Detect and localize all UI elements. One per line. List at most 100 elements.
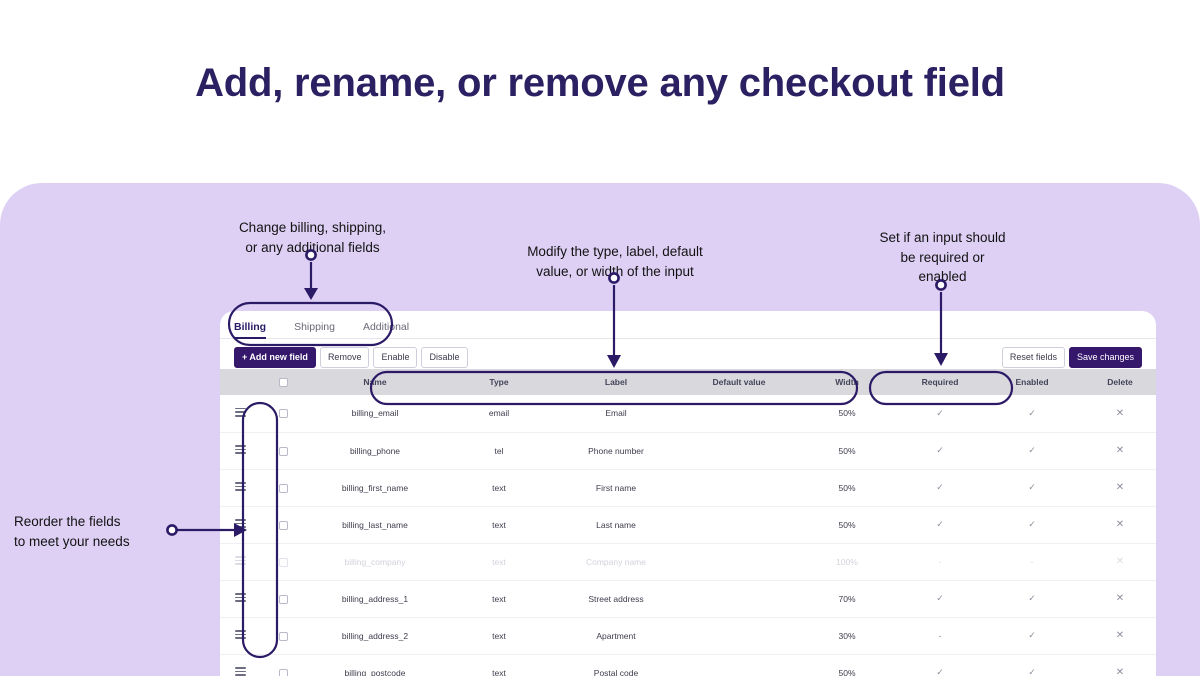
td-delete[interactable]: ✕ [1078, 617, 1156, 655]
td-row-select[interactable] [260, 469, 306, 507]
td-type: text [444, 654, 554, 676]
th-name: Name [306, 369, 444, 395]
td-type: text [444, 469, 554, 507]
annotation-reorder: Reorder the fields to meet your needs [14, 514, 130, 549]
row-checkbox[interactable] [278, 557, 288, 567]
reset-fields-button[interactable]: Reset fields [1001, 346, 1065, 368]
td-drag-handle[interactable] [220, 432, 260, 470]
required-mark: ✓ [936, 519, 944, 529]
td-delete[interactable]: ✕ [1078, 469, 1156, 507]
td-row-select[interactable] [260, 580, 306, 618]
td-required: ✓ [894, 580, 986, 618]
required-mark: ✓ [936, 482, 944, 492]
drag-handle-icon[interactable] [234, 445, 246, 454]
select-all-checkbox[interactable] [278, 378, 288, 388]
row-checkbox[interactable] [278, 631, 288, 641]
delete-icon[interactable]: ✕ [1115, 667, 1125, 676]
td-row-select[interactable] [260, 617, 306, 655]
td-row-select[interactable] [260, 654, 306, 676]
delete-icon[interactable]: ✕ [1115, 445, 1125, 456]
td-type: text [444, 617, 554, 655]
th-required: Required [894, 369, 986, 395]
delete-icon[interactable]: ✕ [1115, 482, 1125, 493]
row-checkbox[interactable] [278, 520, 288, 530]
th-type: Type [444, 369, 554, 395]
add-new-field-button[interactable]: + Add new field [234, 346, 316, 368]
td-drag-handle[interactable] [220, 543, 260, 581]
td-delete[interactable]: ✕ [1078, 395, 1156, 433]
drag-handle-icon[interactable] [234, 593, 246, 602]
remove-button[interactable]: Remove [319, 346, 370, 368]
save-changes-button[interactable]: Save changes [1068, 346, 1142, 368]
td-row-select[interactable] [260, 543, 306, 581]
td-delete[interactable]: ✕ [1078, 506, 1156, 544]
row-checkbox[interactable] [278, 446, 288, 456]
tab-bar: Billing Shipping Additional [220, 311, 1156, 339]
row-checkbox[interactable] [278, 409, 288, 419]
td-drag-handle[interactable] [220, 580, 260, 618]
drag-handle-icon[interactable] [234, 407, 246, 417]
drag-handle-icon[interactable] [234, 667, 246, 676]
td-enabled: ✓ [986, 469, 1078, 507]
td-row-select[interactable] [260, 432, 306, 470]
td-delete[interactable]: ✕ [1078, 654, 1156, 676]
td-default-value [678, 654, 800, 676]
checkout-fields-app: Billing Shipping Additional + Add new fi… [220, 311, 1156, 676]
drag-handle-icon[interactable] [234, 519, 246, 528]
td-name: billing_last_name [306, 506, 444, 544]
td-default-value [678, 469, 800, 507]
td-drag-handle[interactable] [220, 395, 260, 433]
td-row-select[interactable] [260, 506, 306, 544]
td-delete[interactable]: ✕ [1078, 432, 1156, 470]
tab-billing[interactable]: Billing [234, 321, 267, 339]
td-label: Postal code [554, 654, 678, 676]
enabled-mark: ✓ [1028, 630, 1036, 640]
disable-button[interactable]: Disable [421, 346, 468, 368]
td-enabled: ✓ [986, 617, 1078, 655]
tab-additional[interactable]: Additional [362, 321, 410, 333]
delete-icon[interactable]: ✕ [1115, 556, 1125, 567]
row-checkbox[interactable] [278, 483, 288, 493]
tab-shipping[interactable]: Shipping [294, 321, 335, 333]
drag-handle-icon[interactable] [234, 630, 246, 639]
required-mark: ✓ [936, 445, 944, 455]
td-drag-handle[interactable] [220, 469, 260, 507]
td-name: billing_postcode [306, 654, 444, 676]
page-title: Add, rename, or remove any checkout fiel… [195, 61, 1005, 105]
row-checkbox[interactable] [278, 668, 288, 676]
annotation-tabs: Change billing, shipping, or any additio… [238, 220, 387, 255]
td-required: ✓ [894, 654, 986, 676]
required-mark: ✓ [936, 407, 944, 418]
th-label: Label [554, 369, 678, 395]
enable-button[interactable]: Enable [373, 346, 418, 368]
delete-icon[interactable]: ✕ [1115, 630, 1125, 641]
delete-icon[interactable]: ✕ [1115, 519, 1125, 530]
drag-handle-icon[interactable] [234, 556, 246, 565]
row-checkbox[interactable] [278, 594, 288, 604]
enabled-mark: ✓ [1028, 445, 1036, 455]
drag-handle-icon[interactable] [234, 482, 246, 491]
table-header-row: Name Type Label Default value Width Requ… [220, 369, 1156, 395]
required-mark: ✓ [936, 593, 944, 603]
td-drag-handle[interactable] [220, 654, 260, 676]
td-type: text [444, 506, 554, 544]
td-delete[interactable]: ✕ [1078, 580, 1156, 618]
td-drag-handle[interactable] [220, 506, 260, 544]
td-delete[interactable]: ✕ [1078, 543, 1156, 581]
td-name: billing_address_2 [306, 617, 444, 655]
td-drag-handle[interactable] [220, 617, 260, 655]
td-width: 50% [800, 506, 894, 544]
delete-icon[interactable]: ✕ [1115, 593, 1125, 604]
td-label: Email [554, 395, 678, 433]
delete-icon[interactable]: ✕ [1115, 407, 1125, 419]
td-row-select[interactable] [260, 395, 306, 433]
